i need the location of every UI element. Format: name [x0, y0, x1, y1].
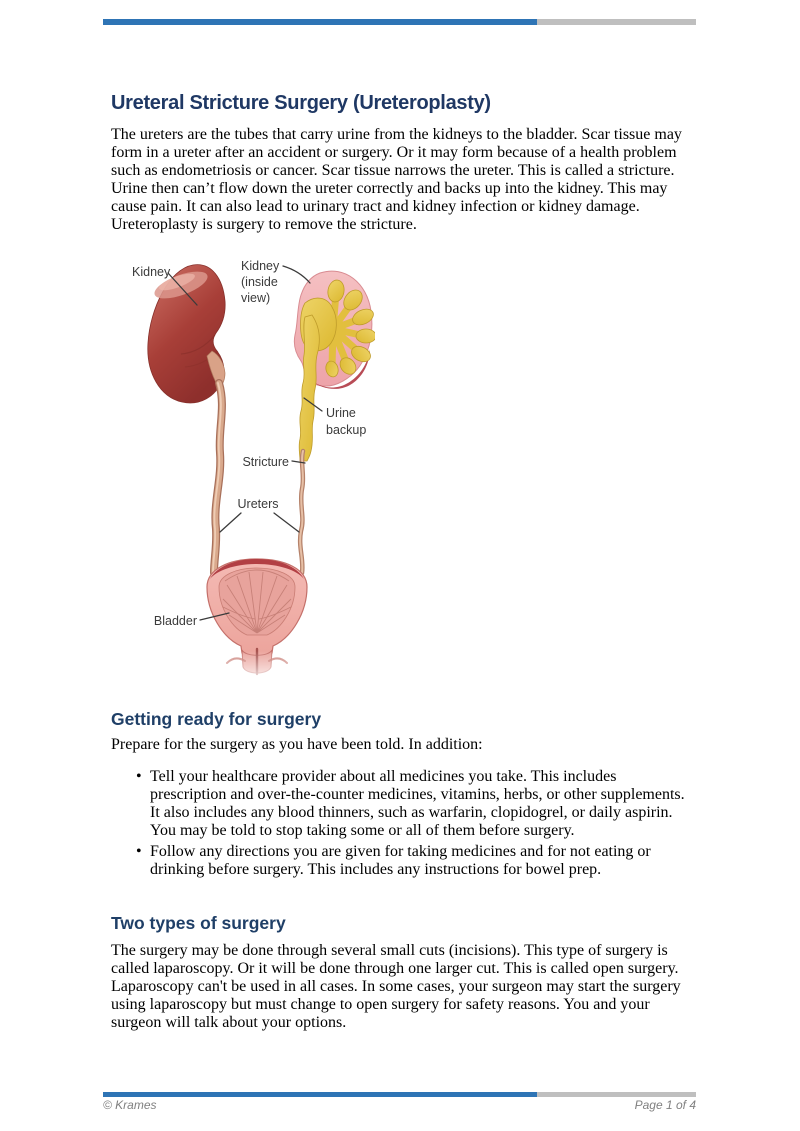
- top-accent-bar-gray: [537, 19, 696, 25]
- label-urine-backup-1: Urine: [326, 406, 356, 420]
- leader-urine-backup: [303, 397, 323, 412]
- label-ureters: Ureters: [238, 497, 279, 511]
- label-kidney: Kidney: [132, 265, 171, 279]
- urine-backup-shape: [298, 279, 377, 462]
- label-kidney-inside-3: view): [241, 291, 270, 305]
- section-heading-getting-ready: Getting ready for surgery: [111, 709, 322, 729]
- footer-accent-bar-gray: [537, 1092, 696, 1097]
- footer-accent-bar: [103, 1092, 696, 1097]
- label-urine-backup-2: backup: [326, 423, 366, 437]
- leader-kidney: [167, 272, 198, 306]
- leader-ureters: [219, 512, 300, 533]
- top-accent-bar: [103, 19, 696, 25]
- getting-ready-bullet-list: Tell your healthcare provider about all …: [136, 768, 693, 879]
- urinary-tract-illustration: Kidney Kidney (inside view) Urine backup…: [132, 259, 377, 685]
- footer-copyright: © Krames: [103, 1098, 157, 1112]
- prep-paragraph: Prepare for the surgery as you have been…: [111, 736, 483, 753]
- footer-page-number: Page 1 of 4: [634, 1098, 696, 1112]
- bladder-shape: [195, 558, 325, 685]
- figure-labels: Kidney Kidney (inside view) Urine backup…: [132, 259, 366, 628]
- section-heading-two-types: Two types of surgery: [111, 913, 286, 933]
- right-ureter-stricture-shape: [297, 448, 306, 576]
- left-ureter-shape: [210, 379, 226, 577]
- page-title: Ureteral Stricture Surgery (Ureteroplast…: [111, 92, 491, 114]
- right-kidney-inside-shape: [293, 270, 377, 462]
- bullet-item-directions: Follow any directions you are given for …: [136, 843, 693, 879]
- leader-stricture: [291, 460, 306, 464]
- top-accent-bar-blue: [103, 19, 537, 25]
- label-bladder: Bladder: [154, 614, 197, 628]
- urinary-tract-figure: Kidney Kidney (inside view) Urine backup…: [115, 255, 377, 685]
- intro-paragraph: The ureters are the tubes that carry uri…: [111, 126, 682, 233]
- two-types-paragraph: The surgery may be done through several …: [111, 942, 681, 1031]
- footer: © Krames Page 1 of 4: [103, 1098, 696, 1112]
- footer-accent-bar-blue: [103, 1092, 537, 1097]
- left-kidney-shape: [147, 264, 226, 404]
- bullet-item-medicines: Tell your healthcare provider about all …: [136, 768, 693, 840]
- label-stricture: Stricture: [242, 455, 289, 469]
- leader-kidney-inside: [282, 265, 311, 284]
- label-kidney-inside-2: (inside: [241, 275, 278, 289]
- leader-bladder: [199, 612, 230, 621]
- label-kidney-inside-1: Kidney: [241, 259, 280, 273]
